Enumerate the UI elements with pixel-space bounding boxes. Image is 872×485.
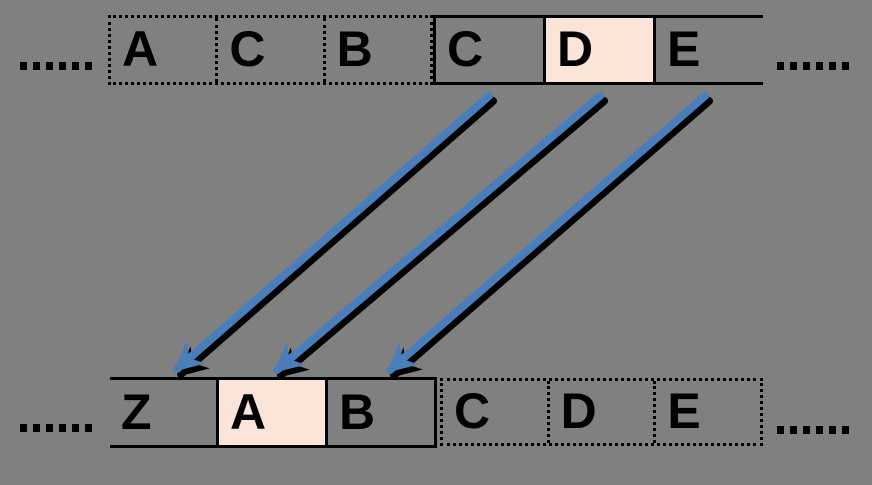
- ellipsis-bottom-left: [20, 424, 92, 432]
- top-ghost-cells: A C B: [108, 15, 433, 85]
- cell-top-window-c: C: [436, 18, 543, 82]
- cell-label: E: [667, 21, 701, 77]
- shift-arrow-3: [386, 92, 709, 374]
- shift-arrow-3-shadow: [390, 97, 713, 379]
- cell-label: D: [560, 383, 597, 439]
- cell-label: C: [454, 383, 491, 439]
- bottom-ghost-cells: C D E: [440, 378, 763, 446]
- shift-arrow-1-shadow: [177, 97, 497, 378]
- cell-bottom-window-z: Z: [110, 380, 216, 445]
- cell-label: A: [230, 383, 267, 440]
- cell-label: A: [122, 21, 159, 77]
- cell-top-window-d: D: [543, 18, 653, 82]
- cell-bottom-window-b: B: [325, 380, 434, 445]
- cell-label: Z: [121, 383, 152, 440]
- cell-label: C: [447, 21, 484, 77]
- cell-label: C: [229, 21, 266, 77]
- ellipsis-bottom-right: [777, 426, 849, 434]
- cell-bottom-ghost-d: D: [546, 381, 654, 443]
- cell-label: B: [339, 383, 376, 440]
- cell-top-ghost-a: A: [111, 18, 215, 82]
- cell-top-window-e: E: [653, 18, 763, 82]
- cell-top-ghost-c: C: [215, 18, 322, 82]
- cell-bottom-window-a: A: [216, 380, 325, 445]
- cell-label: D: [557, 21, 594, 77]
- cell-label: E: [667, 383, 701, 439]
- ellipsis-top-left: [20, 62, 92, 70]
- ellipsis-top-right: [777, 62, 849, 70]
- cell-top-ghost-b: B: [322, 18, 430, 82]
- bottom-window-cells: Z A B: [110, 377, 437, 448]
- cell-bottom-ghost-e: E: [653, 381, 760, 443]
- cell-bottom-ghost-c: C: [443, 381, 547, 443]
- shift-arrow-2-shadow: [277, 97, 608, 379]
- top-window-cells: C D E: [433, 15, 763, 85]
- shift-arrow-2: [273, 92, 604, 374]
- cell-label: B: [336, 21, 373, 77]
- shift-arrow-1: [173, 92, 493, 373]
